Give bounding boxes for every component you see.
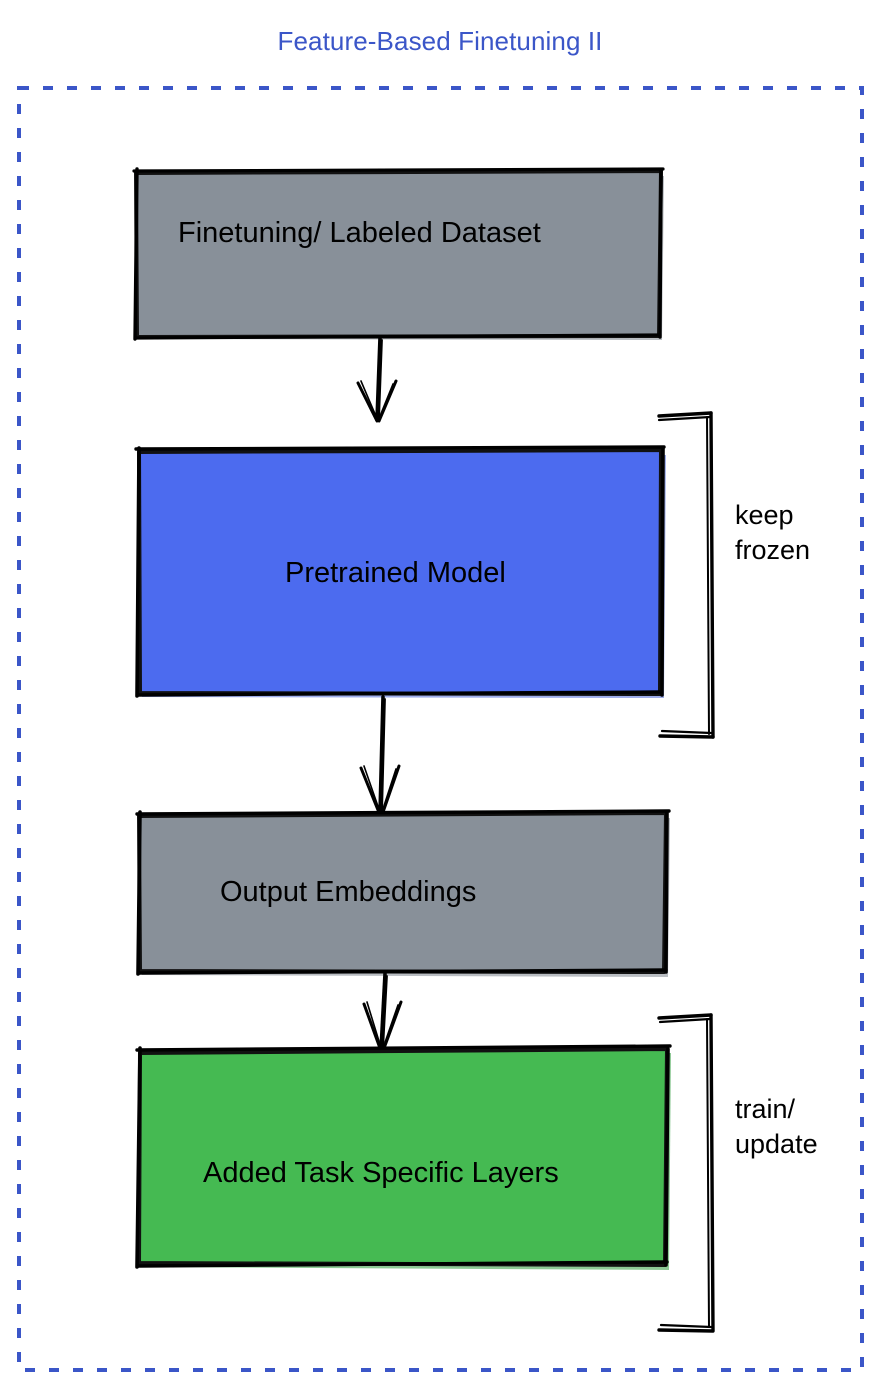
bracket-train-update bbox=[657, 1013, 715, 1333]
arrow3-head-right-b bbox=[381, 1004, 399, 1052]
task-layers-box-stroke-top bbox=[135, 1044, 672, 1052]
bracket-keep-frozen bbox=[657, 411, 715, 739]
arrow1-head-right bbox=[377, 379, 398, 423]
bracket2-bottom-arm-b bbox=[659, 1323, 713, 1329]
arrow3-head-left bbox=[362, 1002, 383, 1053]
task-layers-box-stroke-bottom bbox=[136, 1260, 669, 1268]
node-task-layers[interactable] bbox=[135, 1044, 672, 1270]
bracket1-top-arm-b bbox=[657, 415, 712, 422]
bracket1-top-arm bbox=[657, 411, 713, 418]
pretrained-box-fill bbox=[137, 448, 663, 696]
edge-dataset-pretrained bbox=[356, 336, 398, 423]
task-layers-box-stroke-right bbox=[664, 1047, 670, 1267]
arrow2-head-left-b bbox=[363, 765, 382, 816]
edge-embeddings-task-layers bbox=[362, 972, 403, 1053]
arrow3-shaft bbox=[379, 972, 387, 1052]
bracket2-bottom-arm bbox=[657, 1328, 715, 1333]
arrow3-head-right bbox=[381, 1000, 403, 1053]
dataset-box-stroke-bottom bbox=[134, 333, 662, 340]
bracket2-top-arm-b bbox=[658, 1017, 712, 1024]
page-title: Feature-Based Finetuning II bbox=[277, 26, 603, 56]
arrow3-head-left-b bbox=[366, 1001, 383, 1052]
arrow2-head-right bbox=[380, 764, 401, 817]
annotation-keep-frozen: keep frozen bbox=[735, 500, 811, 565]
task-layers-box-stroke-left bbox=[135, 1046, 142, 1269]
bracket1-bottom-arm-b bbox=[660, 729, 713, 735]
embeddings-box-stroke-left bbox=[136, 810, 142, 976]
bracket1-bottom-arm bbox=[658, 734, 715, 739]
arrow1-shaft bbox=[375, 336, 382, 422]
arrow1-shaft-b bbox=[378, 339, 383, 421]
node-embeddings[interactable] bbox=[135, 809, 671, 977]
edge-pretrained-embeddings bbox=[359, 695, 401, 817]
bracket2-top-arm bbox=[657, 1013, 713, 1020]
pretrained-box-stroke-right bbox=[660, 447, 665, 697]
node-pretrained[interactable] bbox=[134, 445, 666, 698]
dataset-box-fill bbox=[134, 169, 663, 339]
node-label-embeddings: Output Embeddings bbox=[220, 876, 477, 908]
arrow3-shaft-b bbox=[382, 975, 388, 1051]
dataset-box-stroke-left bbox=[133, 167, 139, 341]
arrow1-head-left bbox=[356, 381, 379, 423]
embeddings-box-stroke-bottom bbox=[137, 968, 668, 975]
bracket2-spine bbox=[709, 1013, 715, 1332]
bracket1-spine bbox=[709, 411, 715, 739]
bracket1-spine-b bbox=[706, 416, 710, 735]
arrow2-head-left bbox=[359, 766, 382, 817]
arrow2-shaft bbox=[378, 695, 385, 816]
bracket2-spine-b bbox=[706, 1018, 710, 1328]
arrow2-shaft-b bbox=[381, 698, 386, 815]
pretrained-box-stroke-bottom bbox=[136, 690, 663, 697]
node-dataset[interactable] bbox=[132, 167, 665, 341]
pretrained-box-stroke-left bbox=[135, 446, 141, 698]
diagram-frame bbox=[17, 86, 864, 1372]
pretrained-box-stroke-top bbox=[134, 445, 666, 451]
embeddings-box-stroke-right bbox=[664, 811, 669, 974]
arrow1-head-left-b bbox=[360, 380, 379, 422]
dataset-box-stroke-top bbox=[132, 167, 665, 173]
annotation-train-update: train/ update bbox=[735, 1094, 818, 1159]
embeddings-box-stroke-top bbox=[135, 809, 671, 816]
node-label-dataset: Finetuning/ Labeled Dataset bbox=[178, 217, 541, 249]
arrow2-head-right-b bbox=[380, 768, 397, 816]
node-label-pretrained: Pretrained Model bbox=[285, 557, 506, 589]
node-label-task-layers: Added Task Specific Layers bbox=[203, 1157, 559, 1189]
arrow1-head-right-b bbox=[377, 383, 394, 422]
dataset-box-stroke-right bbox=[658, 168, 663, 339]
